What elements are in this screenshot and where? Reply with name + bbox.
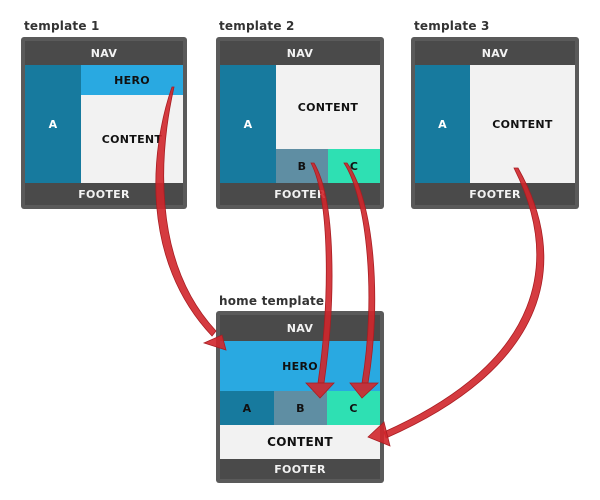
home-block-b: B <box>274 391 327 425</box>
template-2-content: CONTENT <box>276 65 380 149</box>
home-footer: FOOTER <box>220 459 380 479</box>
template-1-block-a: A <box>25 65 81 183</box>
home-block-c: C <box>327 391 380 425</box>
template-2-title: template 2 <box>219 19 295 33</box>
template-1-nav: NAV <box>25 41 183 65</box>
template-3: NAV A CONTENT FOOTER <box>411 37 579 209</box>
template-1: NAV A HERO CONTENT FOOTER <box>21 37 187 209</box>
home-nav: NAV <box>220 315 380 341</box>
template-2-block-a: A <box>220 65 276 183</box>
template-3-title: template 3 <box>414 19 490 33</box>
template-3-nav: NAV <box>415 41 575 65</box>
template-2-footer: FOOTER <box>220 183 380 205</box>
home-content: CONTENT <box>220 425 380 459</box>
template-2-nav: NAV <box>220 41 380 65</box>
home-block-a: A <box>220 391 274 425</box>
template-3-footer: FOOTER <box>415 183 575 205</box>
home-hero: HERO <box>220 341 380 391</box>
template-1-hero: HERO <box>81 65 183 95</box>
template-2-block-c: C <box>328 149 380 183</box>
template-1-content: CONTENT <box>81 95 183 183</box>
template-1-title: template 1 <box>24 19 100 33</box>
template-1-footer: FOOTER <box>25 183 183 205</box>
home-template: NAV HERO A B C CONTENT FOOTER <box>216 311 384 483</box>
template-2: NAV A CONTENT B C FOOTER <box>216 37 384 209</box>
home-template-title: home template <box>219 294 325 308</box>
template-3-block-a: A <box>415 65 470 183</box>
template-2-block-b: B <box>276 149 328 183</box>
template-3-content: CONTENT <box>470 65 575 183</box>
